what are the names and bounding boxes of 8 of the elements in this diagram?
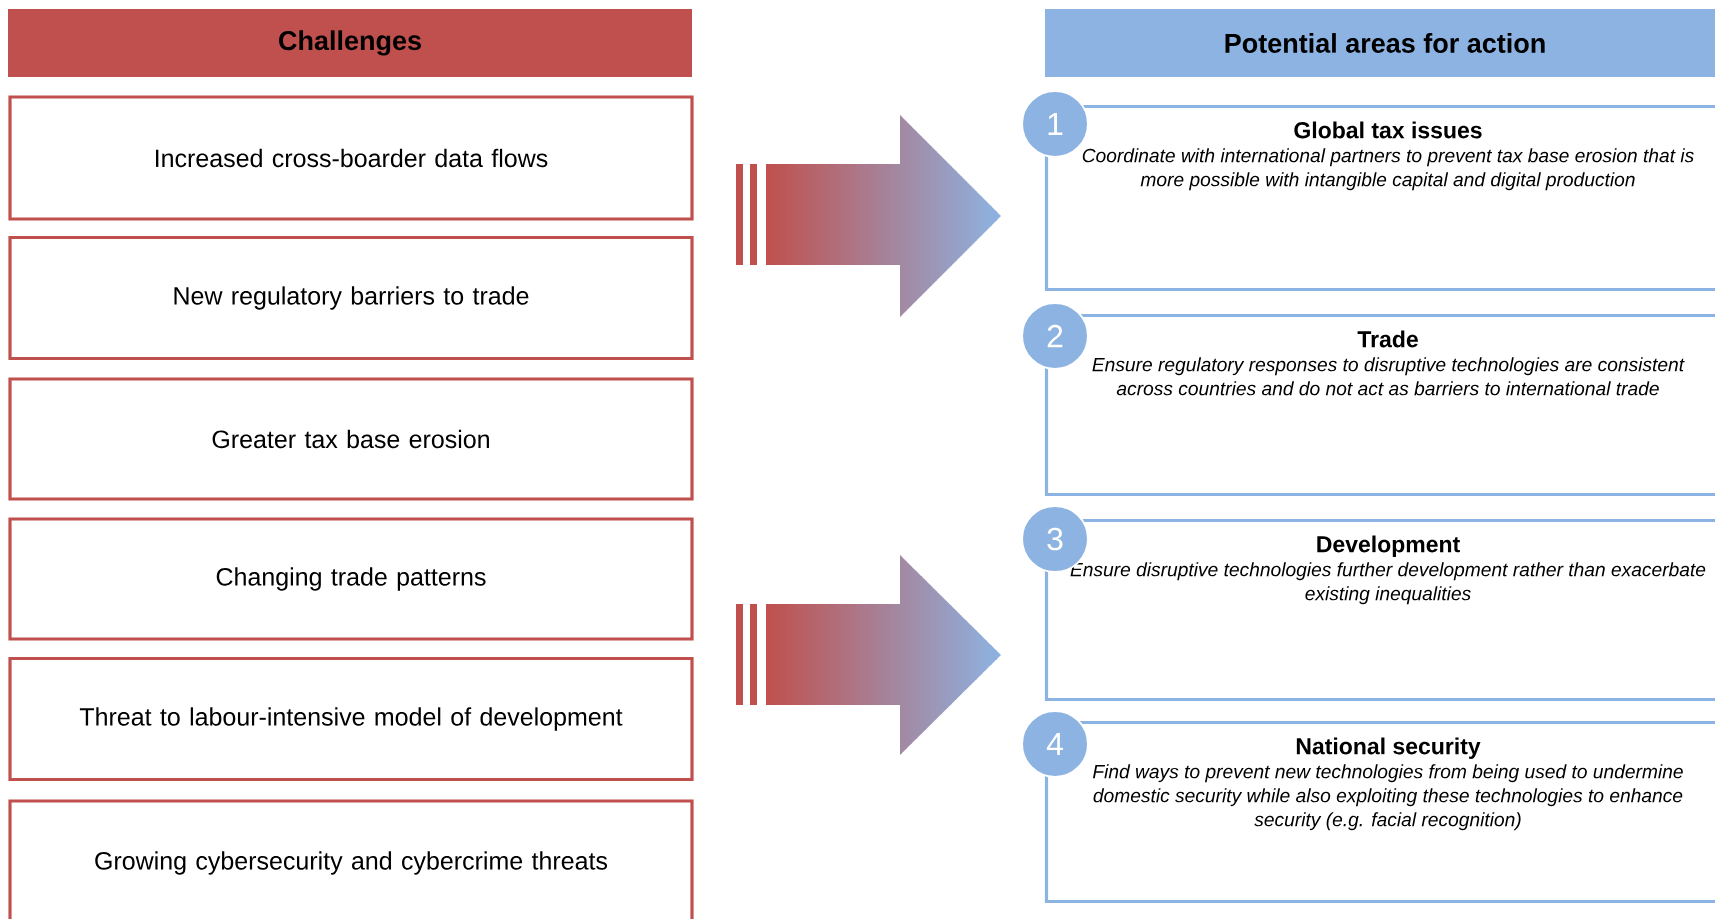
challenge-box: Growing cybersecurity and cybercrime threats (8, 799, 694, 919)
challenge-box: Changing trade patterns (8, 517, 694, 641)
challenge-box: New regulatory barriers to trade (8, 235, 694, 361)
challenge-box: Increased cross-boarder data flows (8, 95, 694, 221)
header-bar: Potential areas for action (1045, 9, 1715, 77)
challenge-box: Greater tax base erosion (8, 377, 694, 501)
header-bar: Challenges (8, 9, 692, 77)
challenge-box: Threat to labour-intensive model of development (8, 656, 694, 782)
